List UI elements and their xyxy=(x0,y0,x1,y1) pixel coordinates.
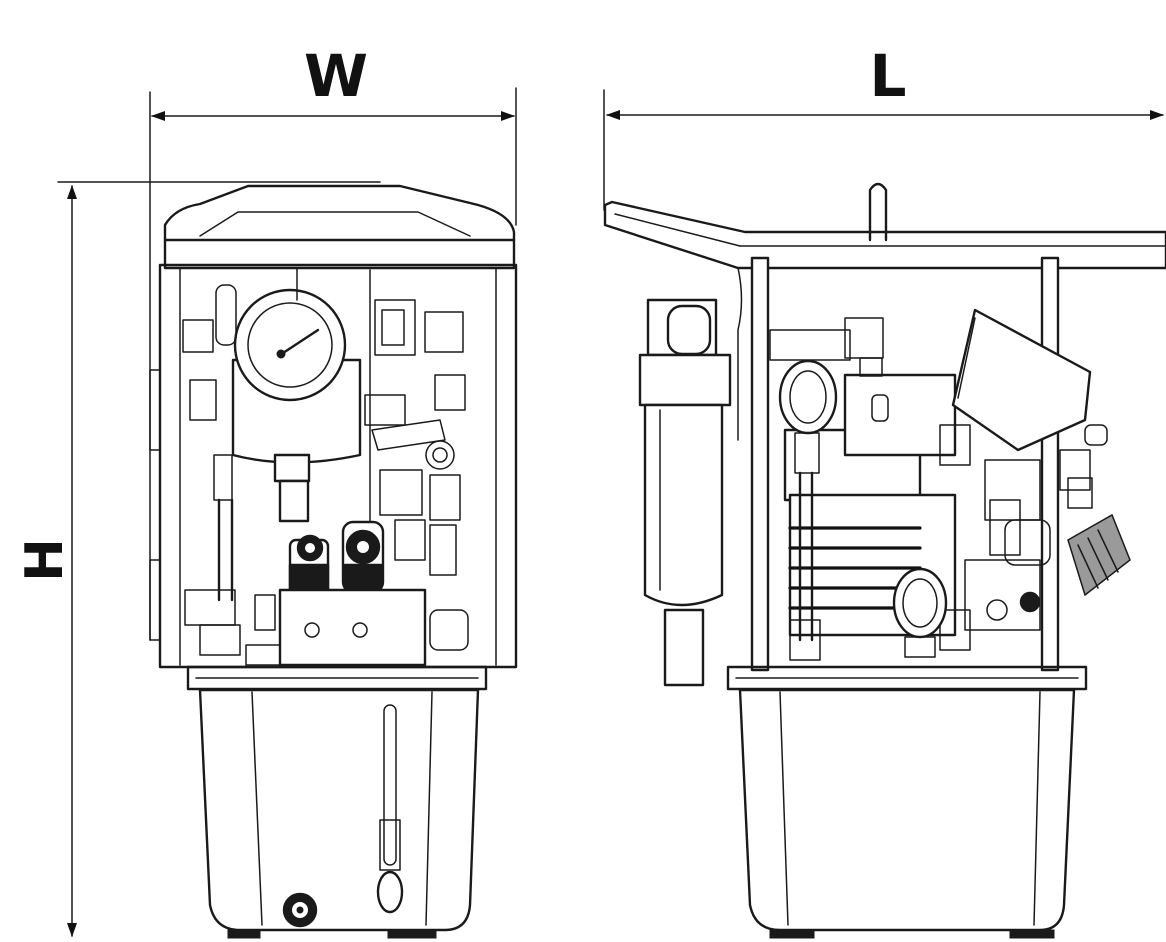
side-view xyxy=(603,182,1166,939)
front-reservoir xyxy=(198,688,480,932)
control-knob-icon xyxy=(288,520,385,597)
length-dimension: L xyxy=(603,42,1164,211)
hose-coupler-icon xyxy=(1067,513,1131,597)
width-dimension: W xyxy=(149,42,517,641)
side-valve-block xyxy=(843,373,957,457)
pressure-gauge-icon xyxy=(231,288,362,523)
side-handle xyxy=(603,200,1166,270)
side-gauge-icon xyxy=(778,359,838,642)
front-handle xyxy=(163,184,516,270)
side-post-left xyxy=(750,256,770,672)
side-post-right xyxy=(1040,256,1060,672)
drain-plug-icon xyxy=(282,892,318,928)
side-top-knob xyxy=(868,182,888,242)
side-reservoir xyxy=(738,688,1076,932)
height-label: H xyxy=(15,538,75,582)
height-dimension: H xyxy=(15,181,381,937)
length-label: L xyxy=(870,42,907,110)
lower-gauge-icon xyxy=(892,567,948,658)
filter-canister-icon xyxy=(638,298,732,687)
width-label: W xyxy=(304,42,368,110)
front-handle-inner xyxy=(199,211,471,237)
front-view xyxy=(149,184,518,939)
front-manifold xyxy=(278,588,427,667)
control-pendant-icon xyxy=(951,308,1108,509)
